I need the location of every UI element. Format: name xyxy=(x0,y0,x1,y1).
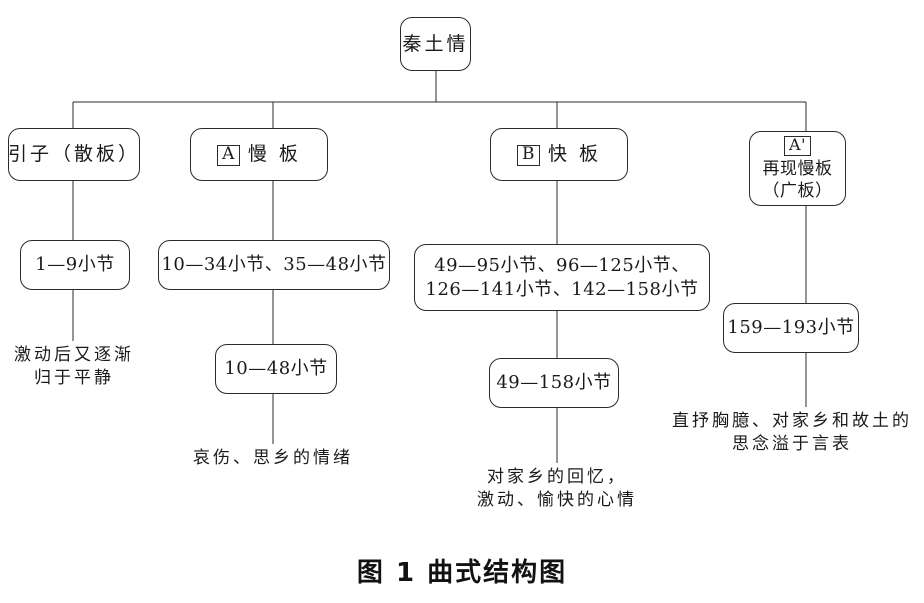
section-b-label: 快 板 xyxy=(547,143,602,166)
mood-yinzi-line1: 激动后又逐渐 xyxy=(14,345,134,365)
section-aprime-sublabel: （广板） xyxy=(762,180,833,201)
measures-aprime-line1: 159—193小节 xyxy=(727,317,855,339)
section-letter-chip-a: A xyxy=(217,144,240,166)
node-work-title[interactable]: 秦土情 xyxy=(400,17,471,71)
mood-b-line2: 激动、愉快的心情 xyxy=(477,489,637,510)
node-measures-aprime[interactable]: 159—193小节 xyxy=(723,303,859,353)
node-measures-yinzi[interactable]: 1—9小节 xyxy=(20,240,130,290)
section-letter-chip-b: B xyxy=(516,144,540,166)
node-measures-a-total[interactable]: 10—48小节 xyxy=(215,344,337,394)
mood-yinzi: 激动后又逐渐 归于平静 xyxy=(4,344,144,390)
mood-yinzi-line2: 归于平静 xyxy=(34,367,114,388)
mood-a-line1: 哀伤、思乡的情绪 xyxy=(193,448,353,468)
section-aprime-label: 再现慢板 xyxy=(762,159,833,180)
mood-aprime-line2: 思念溢于言表 xyxy=(732,433,852,454)
measures-a-total-line1: 10—48小节 xyxy=(224,358,328,380)
node-section-yinzi[interactable]: 引子（散板） xyxy=(8,128,140,181)
measures-b-total-line1: 49—158小节 xyxy=(496,372,612,394)
figure-caption: 图 1 曲式结构图 xyxy=(356,558,568,588)
measures-a-line1: 10—34小节、35—48小节 xyxy=(161,254,387,276)
measures-b-line1: 49—95小节、96—125小节、 xyxy=(434,255,690,277)
mood-aprime-line1: 直抒胸臆、对家乡和故土的 xyxy=(672,411,912,431)
mood-a: 哀伤、思乡的情绪 xyxy=(178,447,368,470)
node-measures-b[interactable]: 49—95小节、96—125小节、 126—141小节、142—158小节 xyxy=(414,244,710,311)
measures-yinzi-line1: 1—9小节 xyxy=(35,254,115,276)
mood-b: 对家乡的回忆， 激动、愉快的心情 xyxy=(452,466,662,512)
section-a-label: 慢 板 xyxy=(247,143,301,166)
node-section-aprime[interactable]: A' 再现慢板 （广板） xyxy=(749,131,846,206)
measures-b-line2: 126—141小节、142—158小节 xyxy=(425,278,699,300)
mood-aprime: 直抒胸臆、对家乡和故土的 思念溢于言表 xyxy=(664,410,920,456)
section-letter-chip-aprime: A' xyxy=(784,136,811,157)
node-measures-a[interactable]: 10—34小节、35—48小节 xyxy=(158,240,390,290)
node-measures-b-total[interactable]: 49—158小节 xyxy=(489,358,619,408)
section-yinzi-label: 引子（散板） xyxy=(8,143,141,166)
work-title-label: 秦土情 xyxy=(402,32,469,55)
mood-b-line1: 对家乡的回忆， xyxy=(487,467,627,487)
